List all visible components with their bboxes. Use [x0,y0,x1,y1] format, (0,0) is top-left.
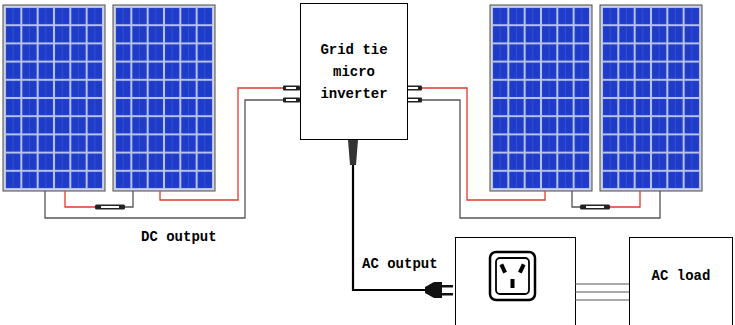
dc-connector [283,86,300,91]
mc4-connector [95,205,125,210]
load-wires [575,284,630,300]
ac-output-label: AC output [361,256,439,272]
dc-output-label: DC output [140,229,218,245]
solar-panel [600,5,702,191]
solar-panel [490,5,592,191]
mc4-connector [580,205,610,210]
load-box: AC load [629,237,733,325]
node-text: Grid tie micro inverter [309,39,399,105]
cable-gland [348,140,358,165]
node-text: AC load [652,265,711,287]
outlet-box [456,238,576,325]
outlet-icon [490,252,535,300]
plug [425,282,453,298]
dc-connector [283,98,300,103]
solar-panel [113,5,215,191]
solar-panel [3,5,105,191]
inverter-box: Grid tie micro inverter [300,3,408,140]
